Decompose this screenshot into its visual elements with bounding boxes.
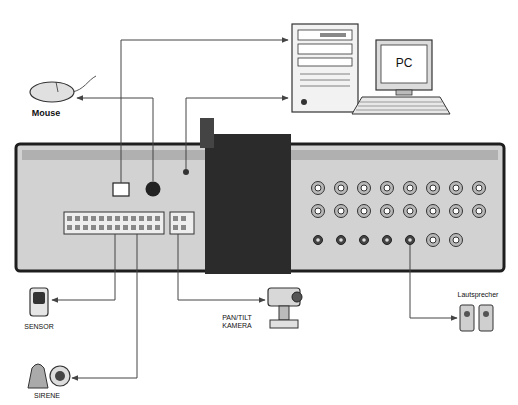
- label-text: PAN/TILT KAMERA: [215, 314, 259, 330]
- device-label: Mouse: [32, 108, 61, 118]
- dvr-rear-panel: [16, 118, 504, 274]
- label-text: PC: [396, 57, 413, 71]
- pc-tower: [292, 24, 358, 112]
- siren-icon: [28, 364, 70, 388]
- device-label: SENSOR: [24, 323, 54, 331]
- device-label: PAN/TILT KAMERA: [215, 314, 259, 330]
- device-label: SIRENE: [34, 392, 60, 400]
- monitor-label: PC: [396, 57, 413, 71]
- label-text: Mouse: [32, 108, 61, 118]
- speaker-icon: [460, 305, 493, 331]
- label-text: SENSOR: [24, 323, 54, 331]
- wire: [52, 40, 457, 378]
- camera-icon: [268, 288, 302, 328]
- label-text: Lautsprecher: [458, 291, 499, 299]
- label-text: SIRENE: [34, 392, 60, 400]
- device-label: Lautsprecher: [458, 291, 499, 299]
- sensor-icon: [30, 288, 48, 316]
- pc-monitor: [352, 40, 450, 114]
